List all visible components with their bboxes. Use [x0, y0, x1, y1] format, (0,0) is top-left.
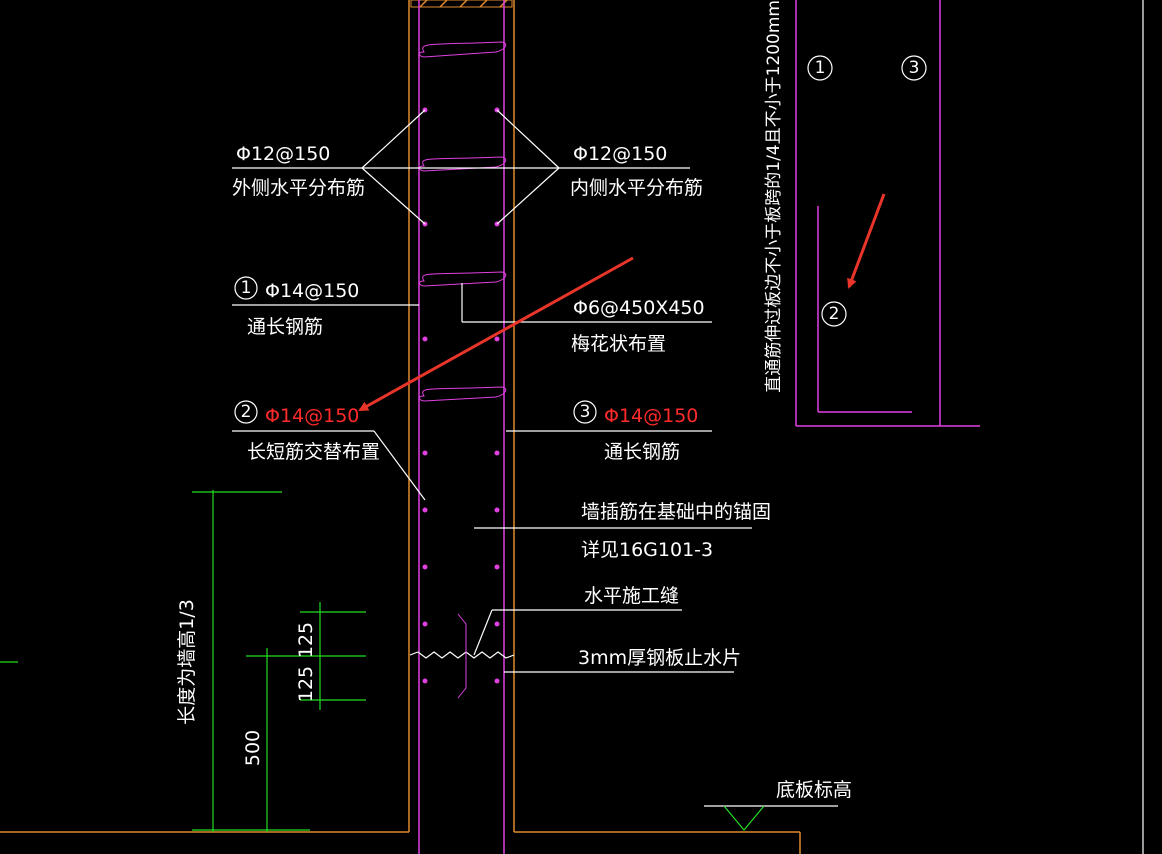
- wall-concrete-outline: [0, 0, 801, 854]
- bar2-spec: Φ14@150: [265, 405, 359, 427]
- bar1-number: 1: [241, 278, 252, 298]
- bar1-spec: Φ14@150: [265, 280, 359, 302]
- water-stop-plate: [409, 613, 515, 699]
- dimension-lines: [0, 490, 366, 832]
- anchor-note-line2: 详见16G101-3: [581, 539, 713, 561]
- inner-horizontal-rebar-spec: Φ12@150: [573, 143, 667, 165]
- detail-number-3: 3: [909, 58, 920, 78]
- dimension-500: 500: [242, 730, 264, 766]
- bar2-number: 2: [241, 402, 252, 422]
- outer-horizontal-rebar-spec: Φ12@150: [236, 143, 330, 165]
- bar2-name: 长短筋交替布置: [247, 441, 380, 463]
- dimension-length-one-third: 长度为墙高1/3: [176, 599, 198, 725]
- leader-lines: [232, 109, 838, 831]
- horizontal-rebar-hooks: [419, 41, 507, 402]
- anchor-note-line1: 墙插筋在基础中的锚固: [581, 501, 771, 523]
- tie-rebar-spec: Φ6@450X450: [573, 297, 705, 319]
- detail-number-1: 1: [815, 58, 826, 78]
- water-stop-plate-label: 3mm厚钢板止水片: [578, 647, 741, 669]
- slab-elevation-label: 底板标高: [776, 779, 852, 801]
- detail-number-2: 2: [829, 304, 840, 324]
- bar3-name: 通长钢筋: [604, 441, 680, 463]
- bar3-number: 3: [580, 402, 591, 422]
- red-annotation-arrows: [358, 193, 886, 412]
- vertical-rebars: [418, 0, 505, 854]
- inner-horizontal-rebar-name: 内侧水平分布筋: [570, 177, 703, 199]
- dimension-125-upper: 125: [295, 622, 317, 658]
- outer-horizontal-rebar-name: 外侧水平分布筋: [232, 177, 365, 199]
- tie-rebar-name: 梅花状布置: [571, 333, 666, 355]
- bar3-spec: Φ14@150: [604, 405, 698, 427]
- detail-vertical-note: 直通筋伸过板边不小于板跨的1/4且不小于1200mm: [764, 0, 784, 393]
- detail-rebar-outline: [795, 0, 1144, 854]
- dimension-125-lower: 125: [295, 666, 317, 702]
- construction-joint-label: 水平施工缝: [584, 585, 679, 607]
- circled-number-markers: [234, 55, 927, 424]
- bar1-name: 通长钢筋: [247, 316, 323, 338]
- rebar-dots: [422, 107, 500, 684]
